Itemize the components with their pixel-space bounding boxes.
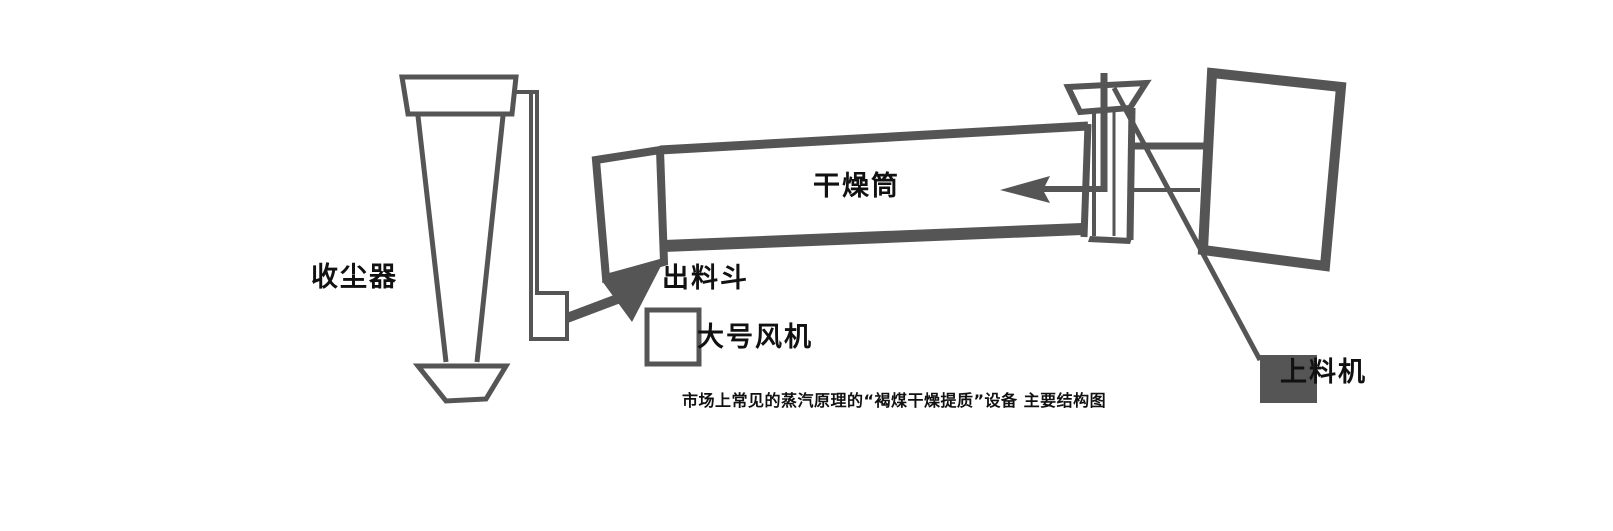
feeder-conveyor — [1111, 86, 1263, 362]
dust-collector-top — [399, 74, 519, 117]
drying-drum-label: 干燥筒 — [813, 171, 900, 202]
dust-collector-duct — [514, 90, 569, 341]
drying-drum — [659, 121, 1092, 252]
discharge-hopper-label: 出料斗 — [662, 263, 749, 294]
diagram-caption: 市场上常见的蒸汽原理的“褐煤干燥提质”设备 主要结构图 — [682, 391, 1107, 410]
heat-box — [1197, 67, 1347, 272]
dust-collector-left-wall — [415, 115, 449, 363]
large-fan-label: 大号风机 — [697, 322, 813, 353]
dust-collector — [399, 74, 569, 404]
feeder-block — [1260, 355, 1317, 403]
large-fan-box — [644, 307, 702, 367]
dust-collector-label: 收尘器 — [311, 262, 398, 293]
feed-end-assembly — [1063, 73, 1263, 362]
dust-collector-right-wall — [474, 115, 506, 363]
flow-arrow-icon — [1000, 176, 1104, 203]
drum-inlet-box — [591, 145, 669, 284]
feeder-label: 上料机 — [1280, 357, 1367, 388]
dust-collector-bottom — [412, 363, 511, 404]
